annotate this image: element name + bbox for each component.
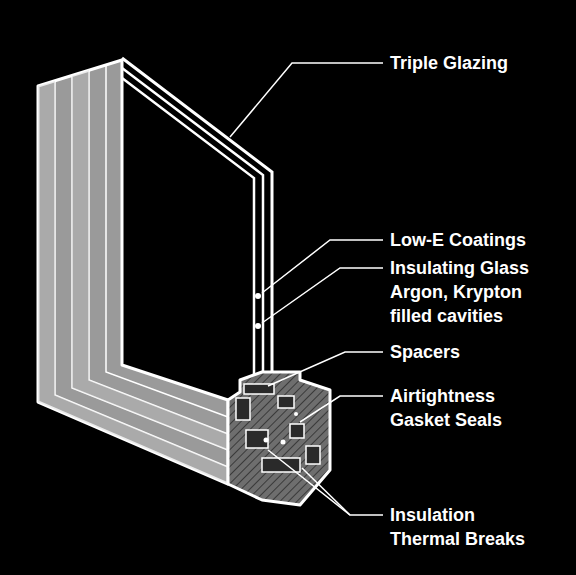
gasket-seal [290, 424, 304, 438]
frame-stripe [89, 70, 228, 434]
leader-line [268, 352, 383, 386]
glazing-bead [236, 398, 250, 420]
gasket-seal [278, 396, 294, 408]
callout-label: Insulating Glass Argon, Krypton filled c… [390, 256, 560, 328]
coating-dot [255, 323, 261, 329]
glass-panes [122, 58, 272, 392]
glass-pane [122, 58, 272, 392]
callout-label: Insulation Thermal Breaks [390, 503, 540, 551]
leader-line [230, 63, 383, 137]
callout-label: Airtightness Gasket Seals [390, 384, 540, 432]
detail-dot [264, 438, 269, 443]
frame-profile-section [228, 372, 330, 505]
leader-line [268, 450, 383, 515]
frame-shade-band [72, 70, 228, 450]
leader-lines [230, 63, 383, 515]
window-frame [38, 60, 228, 484]
leader-line [300, 396, 383, 422]
callout-label: Low-E Coatings [390, 228, 526, 252]
leader-line [262, 268, 383, 323]
profile-dots [264, 412, 299, 445]
callout-label: Triple Glazing [390, 51, 508, 75]
callout-label: Spacers [390, 340, 460, 364]
frame-stripe [106, 65, 228, 417]
gasket-seal [306, 446, 320, 464]
glass-pane [122, 68, 263, 392]
frame-shade [38, 70, 228, 484]
coating-dot [255, 293, 261, 299]
detail-dot [281, 440, 286, 445]
detail-dot [294, 412, 298, 416]
leader-line [262, 240, 383, 293]
leader-line [302, 468, 350, 515]
thermal-break [246, 430, 268, 448]
glass-pane [122, 78, 254, 392]
